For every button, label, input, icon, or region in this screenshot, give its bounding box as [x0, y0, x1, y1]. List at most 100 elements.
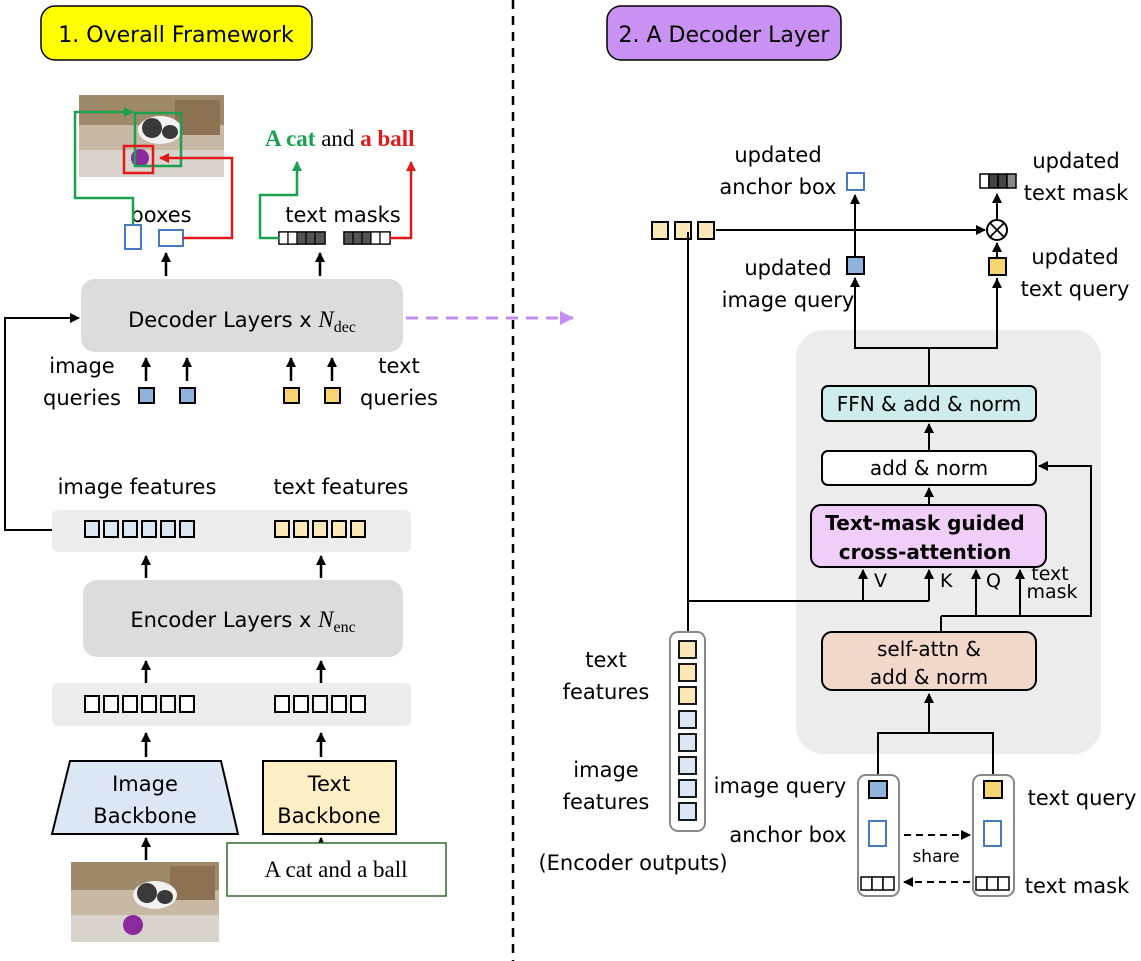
updated-text-query-label-2: text query	[1021, 277, 1130, 301]
text-masks-label: text masks	[285, 203, 401, 227]
text-features-side-label-2: features	[563, 680, 650, 704]
text-query-square	[983, 780, 1003, 799]
text-queries-label-1: text	[378, 354, 419, 378]
box-output-1	[124, 224, 142, 250]
caption-green-phrase: A cat	[265, 126, 316, 151]
top-text-features	[651, 221, 715, 240]
ffn-label: FFN & add & norm	[837, 392, 1022, 416]
self-attention-label-2: add & norm	[870, 665, 988, 689]
image-features-side-label-1: image	[573, 758, 638, 782]
backbone-features-band	[52, 683, 411, 726]
text-mask-output-2	[343, 231, 391, 245]
decoder-layers-text: Decoder Layers x	[128, 308, 318, 332]
share-label: share	[912, 847, 959, 867]
k-label: K	[940, 570, 953, 592]
cross-attention-label-2: cross-attention	[839, 540, 1011, 564]
cross-attention-block	[810, 504, 1047, 568]
image-query-label: image query	[714, 774, 847, 798]
output-caption: A cat and a ball	[265, 126, 415, 151]
image-query-square	[868, 780, 888, 799]
image-features-label: image features	[58, 475, 217, 499]
updated-text-mask	[979, 173, 1017, 189]
anchor-text-mask	[860, 876, 895, 891]
encoder-layers-block	[83, 580, 403, 657]
input-text-box	[226, 842, 447, 897]
updated-anchor-box	[846, 172, 865, 191]
image-backbone-label-1: Image	[112, 772, 178, 796]
text-mask-in-label-2: mask	[1026, 581, 1077, 603]
image-query-2	[179, 387, 196, 404]
self-attention-label-1: self-attn &	[877, 637, 981, 661]
overall-framework-badge	[40, 5, 313, 61]
image-features-side-label-2: features	[563, 790, 650, 814]
updated-image-query-label-1: updated	[744, 256, 831, 280]
text-mask-in-label-1: text	[1031, 563, 1069, 585]
queries-merge-line	[877, 732, 994, 775]
decoder-layers-label: Decoder Layers x Ndec	[128, 307, 356, 336]
red-box-link	[159, 153, 234, 240]
encoder-layers-subscript: enc	[333, 619, 355, 636]
image-queries-label-2: queries	[43, 386, 121, 410]
image-query-1	[138, 387, 155, 404]
v-label: V	[874, 570, 887, 592]
updated-image-query	[846, 256, 865, 275]
red-text-link	[390, 161, 416, 240]
text-anchor-box-square	[983, 820, 1002, 847]
text-mask-label: text mask	[1025, 874, 1130, 898]
features-to-decoder-line	[4, 313, 80, 531]
updated-mask-label-1: updated	[1032, 149, 1119, 173]
encoder-output-text-features	[274, 520, 366, 538]
updated-mask-label-2: text mask	[1024, 181, 1129, 205]
text-backbone-label-1: Text	[307, 772, 350, 796]
updated-anchor-label-1: updated	[734, 143, 821, 167]
image-backbone-label-2: Backbone	[93, 804, 196, 828]
text-mask-output-1	[278, 231, 326, 245]
backbone-text-features	[274, 695, 366, 713]
updated-anchor-label-2: anchor box	[719, 175, 836, 199]
add-norm-label: add & norm	[870, 456, 988, 480]
anchor-box-label: anchor box	[729, 823, 846, 847]
otimes-cross-2	[989, 222, 1005, 238]
encoder-layers-text: Encoder Layers x	[130, 608, 318, 632]
encoder-outputs-text-features	[678, 640, 697, 705]
text-backbone-block	[262, 760, 397, 835]
self-attention-block	[821, 631, 1037, 691]
image-backbone-block	[50, 760, 240, 835]
input-text: A cat and a ball	[264, 857, 407, 882]
boxes-label: boxes	[130, 203, 191, 227]
text-queries-label-2: queries	[360, 386, 438, 410]
decoder-layers-block	[81, 279, 403, 352]
text-query-mask	[975, 876, 1010, 891]
encoder-output-image-features	[84, 520, 195, 538]
encoder-layers-symbol: N	[317, 607, 335, 632]
backbone-image-features	[84, 695, 195, 713]
text-query-1	[283, 387, 300, 404]
anchor-box-square	[868, 820, 887, 847]
text-query-label: text query	[1028, 786, 1137, 810]
encoder-layers-label: Encoder Layers x Nenc	[130, 607, 355, 636]
text-features-label: text features	[274, 475, 409, 499]
encoder-outputs-image-features	[678, 710, 697, 821]
decoder-layers-symbol: N	[317, 307, 335, 332]
green-box-link	[73, 107, 135, 225]
ffn-block	[821, 385, 1037, 422]
text-backbone-label-2: Backbone	[277, 804, 380, 828]
box-output-2	[158, 229, 184, 247]
image-queries-label-1: image	[49, 354, 114, 378]
decoder-layer-title: 2. A Decoder Layer	[619, 23, 831, 48]
decoder-layer-badge	[606, 5, 842, 61]
q-label: Q	[986, 570, 1001, 592]
overall-framework-title: 1. Overall Framework	[58, 23, 294, 48]
updated-text-query	[988, 257, 1007, 276]
text-query-2	[324, 387, 341, 404]
decoder-layers-subscript: dec	[334, 319, 356, 336]
input-cat-image	[71, 862, 219, 942]
updated-text-query-label-1: updated	[1031, 245, 1118, 269]
caption-conjunction: and	[315, 126, 360, 151]
left-panel: 1. Overall Framework A cat and a ball bo…	[4, 5, 574, 942]
right-panel: 2. A Decoder Layer updated anchor box up…	[538, 5, 1137, 898]
output-cat-image	[79, 95, 224, 177]
caption-red-phrase: a ball	[360, 126, 414, 151]
green-text-link	[258, 161, 302, 240]
cross-attention-label-1: Text-mask guided	[825, 511, 1024, 535]
